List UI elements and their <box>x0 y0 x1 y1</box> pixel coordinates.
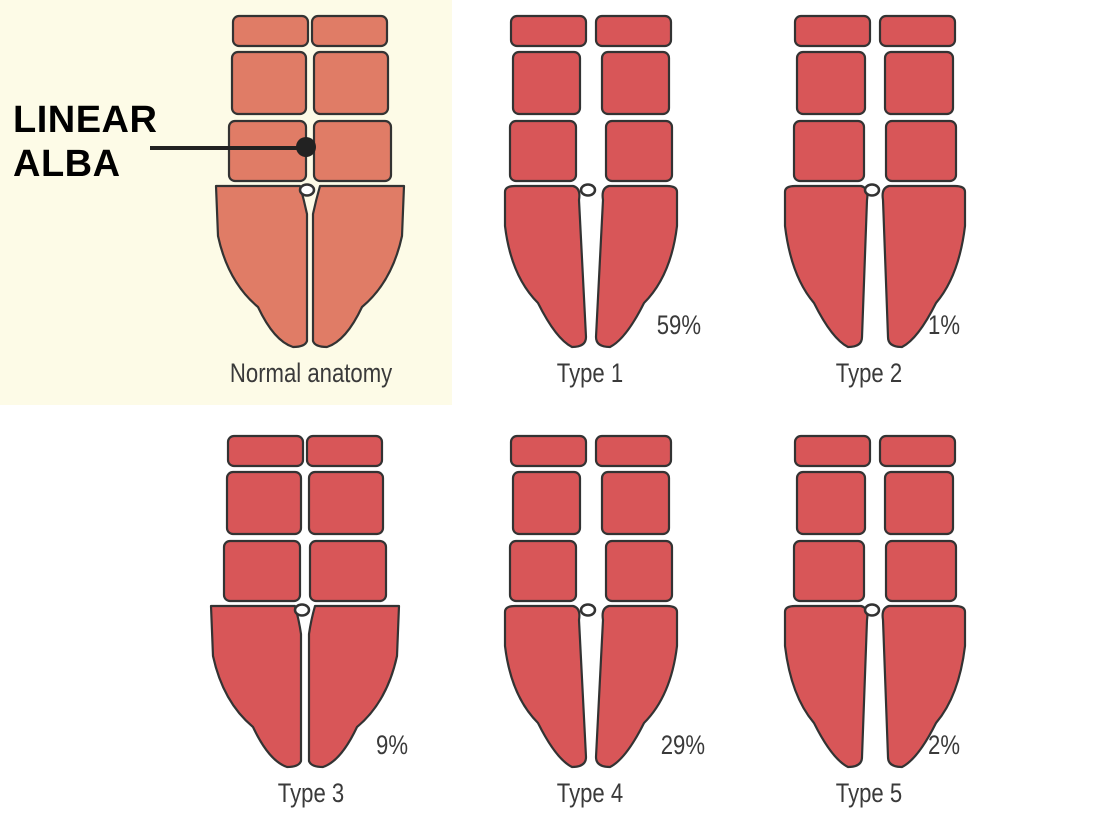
rectus-block-lower-right <box>884 119 958 183</box>
rectus-block-top-right <box>878 14 957 48</box>
linea-alba-label: LINEAR ALBA <box>13 98 157 186</box>
umbilicus-icon <box>863 603 881 617</box>
panel-caption-type-3: Type 3 <box>278 779 344 809</box>
rectus-block-lower-right <box>312 119 393 183</box>
rectus-lobe-right <box>307 604 401 769</box>
rectus-block-mid-right <box>307 470 385 536</box>
rectus-block-lower-right <box>308 539 388 603</box>
rectus-block-top-left <box>793 14 872 48</box>
rectus-block-top-right <box>878 434 957 468</box>
panel-percent-type-3: 9% <box>376 731 408 761</box>
rectus-block-lower-left <box>227 119 308 183</box>
rectus-block-top-left <box>509 14 588 48</box>
rectus-lobe-left <box>214 184 309 349</box>
rectus-lobe-left <box>503 184 588 349</box>
panel-type-5: Type 5 2% <box>783 434 967 809</box>
rectus-block-mid-right <box>600 50 671 116</box>
panel-type-2: Type 2 1% <box>783 14 967 389</box>
panel-type-3: Type 3 9% <box>209 434 408 809</box>
rectus-block-top-right <box>594 434 673 468</box>
rectus-lobe-left <box>783 604 869 769</box>
umbilicus-icon <box>579 603 597 617</box>
rectus-lobe-right <box>881 184 967 349</box>
rectus-lobe-right <box>594 604 679 769</box>
panel-type-1: Type 1 59% <box>503 14 701 389</box>
rectus-block-lower-right <box>604 119 674 183</box>
rectus-block-top-left <box>793 434 872 468</box>
rectus-block-mid-left <box>230 50 308 116</box>
panel-percent-type-2: 1% <box>928 311 960 341</box>
rectus-block-lower-left <box>508 539 578 603</box>
rectus-block-top-left <box>226 434 305 468</box>
panel-caption-type-4: Type 4 <box>557 779 623 809</box>
rectus-lobe-left <box>209 604 303 769</box>
umbilicus-icon <box>293 603 311 617</box>
rectus-lobe-right <box>311 184 406 349</box>
rectus-block-mid-left <box>225 470 303 536</box>
panel-caption-type-1: Type 1 <box>557 359 623 389</box>
panel-caption-type-5: Type 5 <box>836 779 902 809</box>
linea-alba-label-line1: LINEAR <box>13 99 158 141</box>
rectus-block-lower-left <box>792 539 866 603</box>
panel-type-4: Type 4 29% <box>503 434 705 809</box>
rectus-block-lower-right <box>884 539 958 603</box>
rectus-block-lower-right <box>604 539 674 603</box>
rectus-block-top-right <box>310 14 389 48</box>
rectus-lobe-right <box>594 184 679 349</box>
panel-percent-type-5: 2% <box>928 731 960 761</box>
linea-alba-label-line2: ALBA <box>13 143 121 185</box>
rectus-lobe-right <box>881 604 967 769</box>
umbilicus-icon <box>298 183 316 197</box>
rectus-lobe-left <box>503 604 588 769</box>
rectus-block-mid-right <box>312 50 390 116</box>
rectus-block-top-right <box>594 14 673 48</box>
rectus-block-mid-left <box>795 470 867 536</box>
umbilicus-icon <box>863 183 881 197</box>
panel-percent-type-4: 29% <box>661 731 705 761</box>
rectus-block-lower-left <box>792 119 866 183</box>
panel-percent-type-1: 59% <box>657 311 701 341</box>
umbilicus-icon <box>579 183 597 197</box>
rectus-block-top-right <box>305 434 384 468</box>
rectus-lobe-left <box>783 184 869 349</box>
rectus-block-mid-right <box>883 470 955 536</box>
rectus-block-mid-right <box>600 470 671 536</box>
panel-normal: Normal anatomy <box>214 14 406 389</box>
rectus-block-top-left <box>231 14 310 48</box>
rectus-block-mid-right <box>883 50 955 116</box>
rectus-block-lower-left <box>222 539 302 603</box>
panel-caption-normal: Normal anatomy <box>230 359 393 389</box>
panel-caption-type-2: Type 2 <box>836 359 902 389</box>
rectus-block-mid-left <box>511 50 582 116</box>
rectus-block-top-left <box>509 434 588 468</box>
rectus-block-lower-left <box>508 119 578 183</box>
linea-alba-pointer-dot <box>296 137 316 157</box>
rectus-block-mid-left <box>795 50 867 116</box>
rectus-block-mid-left <box>511 470 582 536</box>
